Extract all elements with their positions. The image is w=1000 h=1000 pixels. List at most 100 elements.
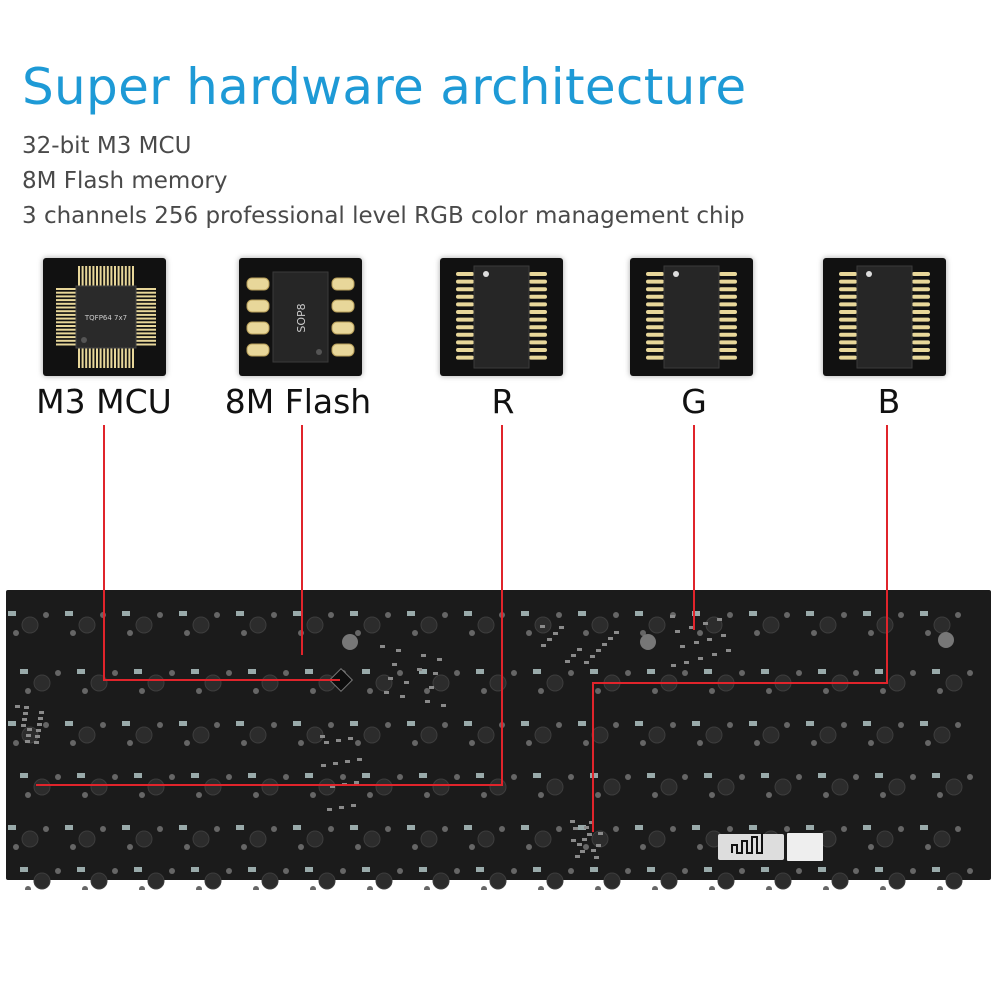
switch-socket bbox=[546, 674, 564, 692]
pin bbox=[136, 328, 156, 331]
pin bbox=[912, 348, 930, 352]
pin bbox=[839, 302, 857, 307]
switch-pin bbox=[568, 868, 574, 874]
pcb-led bbox=[818, 669, 826, 674]
pin bbox=[78, 348, 80, 368]
switch-socket bbox=[945, 778, 963, 796]
pcb-led bbox=[635, 721, 643, 726]
switch-socket bbox=[933, 726, 951, 744]
pin bbox=[646, 272, 664, 276]
switch-socket bbox=[603, 674, 621, 692]
switch-socket bbox=[648, 726, 666, 744]
switch-pin bbox=[157, 826, 163, 832]
smd-component bbox=[433, 672, 438, 675]
pcb-led bbox=[350, 721, 358, 726]
smd-component bbox=[671, 664, 676, 667]
pin bbox=[92, 266, 95, 286]
smd-component bbox=[577, 843, 582, 846]
pcb-led bbox=[704, 773, 712, 778]
smd-component bbox=[37, 723, 42, 726]
switch-pin bbox=[925, 844, 931, 850]
switch-pin bbox=[127, 630, 133, 636]
switch-socket bbox=[375, 872, 393, 890]
switch-pin bbox=[469, 630, 475, 636]
switch-pin bbox=[355, 740, 361, 746]
pin bbox=[839, 317, 857, 322]
pin bbox=[456, 279, 474, 284]
switch-socket bbox=[432, 872, 450, 890]
smd-component bbox=[333, 762, 338, 765]
smd-component bbox=[324, 741, 329, 744]
pcb-led bbox=[875, 773, 883, 778]
pin bbox=[912, 325, 930, 330]
pin bbox=[529, 325, 547, 330]
pin bbox=[456, 325, 474, 330]
switch-pin bbox=[253, 792, 259, 798]
switch-pin bbox=[169, 670, 175, 676]
smd-component bbox=[320, 735, 325, 738]
switch-pin bbox=[214, 826, 220, 832]
switch-socket bbox=[933, 830, 951, 848]
switch-pin bbox=[796, 670, 802, 676]
switch-pin bbox=[469, 844, 475, 850]
switch-socket bbox=[477, 726, 495, 744]
smd-component bbox=[540, 625, 545, 628]
switch-pin bbox=[868, 844, 874, 850]
switch-socket bbox=[78, 726, 96, 744]
pcb-led bbox=[236, 721, 244, 726]
switch-socket bbox=[261, 674, 279, 692]
switch-pin bbox=[910, 670, 916, 676]
pcb-led bbox=[179, 611, 187, 616]
smd-component bbox=[23, 712, 28, 715]
pin bbox=[529, 287, 547, 292]
switch-pin bbox=[682, 670, 688, 676]
switch-pin bbox=[298, 740, 304, 746]
smd-component bbox=[36, 729, 41, 732]
switch-pin bbox=[139, 886, 145, 892]
switch-pin bbox=[841, 826, 847, 832]
switch-socket bbox=[432, 778, 450, 796]
pin bbox=[136, 288, 156, 290]
switch-socket bbox=[249, 830, 267, 848]
switch-pin bbox=[298, 844, 304, 850]
switch-pin bbox=[424, 886, 430, 892]
switch-pin bbox=[625, 774, 631, 780]
switch-pin bbox=[100, 722, 106, 728]
switch-socket bbox=[489, 872, 507, 890]
switch-pin bbox=[271, 612, 277, 618]
switch-pin bbox=[310, 688, 316, 694]
switch-socket bbox=[648, 830, 666, 848]
led-driver-chip-icon bbox=[646, 265, 737, 369]
switch-socket bbox=[90, 872, 108, 890]
switch-pin bbox=[613, 826, 619, 832]
switch-pin bbox=[25, 792, 31, 798]
switch-pin bbox=[538, 886, 544, 892]
switch-pin bbox=[880, 688, 886, 694]
switch-pin bbox=[214, 612, 220, 618]
switch-pin bbox=[868, 630, 874, 636]
smd-component bbox=[392, 663, 397, 666]
pin bbox=[719, 355, 737, 360]
pin bbox=[136, 317, 156, 320]
smd-component bbox=[587, 833, 592, 836]
switch-socket bbox=[774, 674, 792, 692]
pin bbox=[81, 266, 84, 286]
switch-socket bbox=[546, 778, 564, 796]
switch-socket bbox=[603, 778, 621, 796]
pin bbox=[103, 266, 106, 286]
switch-socket bbox=[261, 778, 279, 796]
switch-pin bbox=[955, 612, 961, 618]
pin bbox=[839, 287, 857, 292]
smd-component bbox=[590, 655, 595, 658]
switch-pin bbox=[25, 688, 31, 694]
switch-pin bbox=[367, 792, 373, 798]
pin bbox=[912, 310, 930, 314]
spec-rgb-chip: 3 channels 256 professional level RGB co… bbox=[22, 203, 745, 229]
pin bbox=[719, 332, 737, 337]
pcb-led bbox=[863, 825, 871, 830]
smd-component bbox=[15, 705, 20, 708]
mount-hole bbox=[640, 634, 656, 650]
smd-component bbox=[684, 661, 689, 664]
pin bbox=[121, 266, 124, 286]
pin bbox=[117, 266, 120, 286]
